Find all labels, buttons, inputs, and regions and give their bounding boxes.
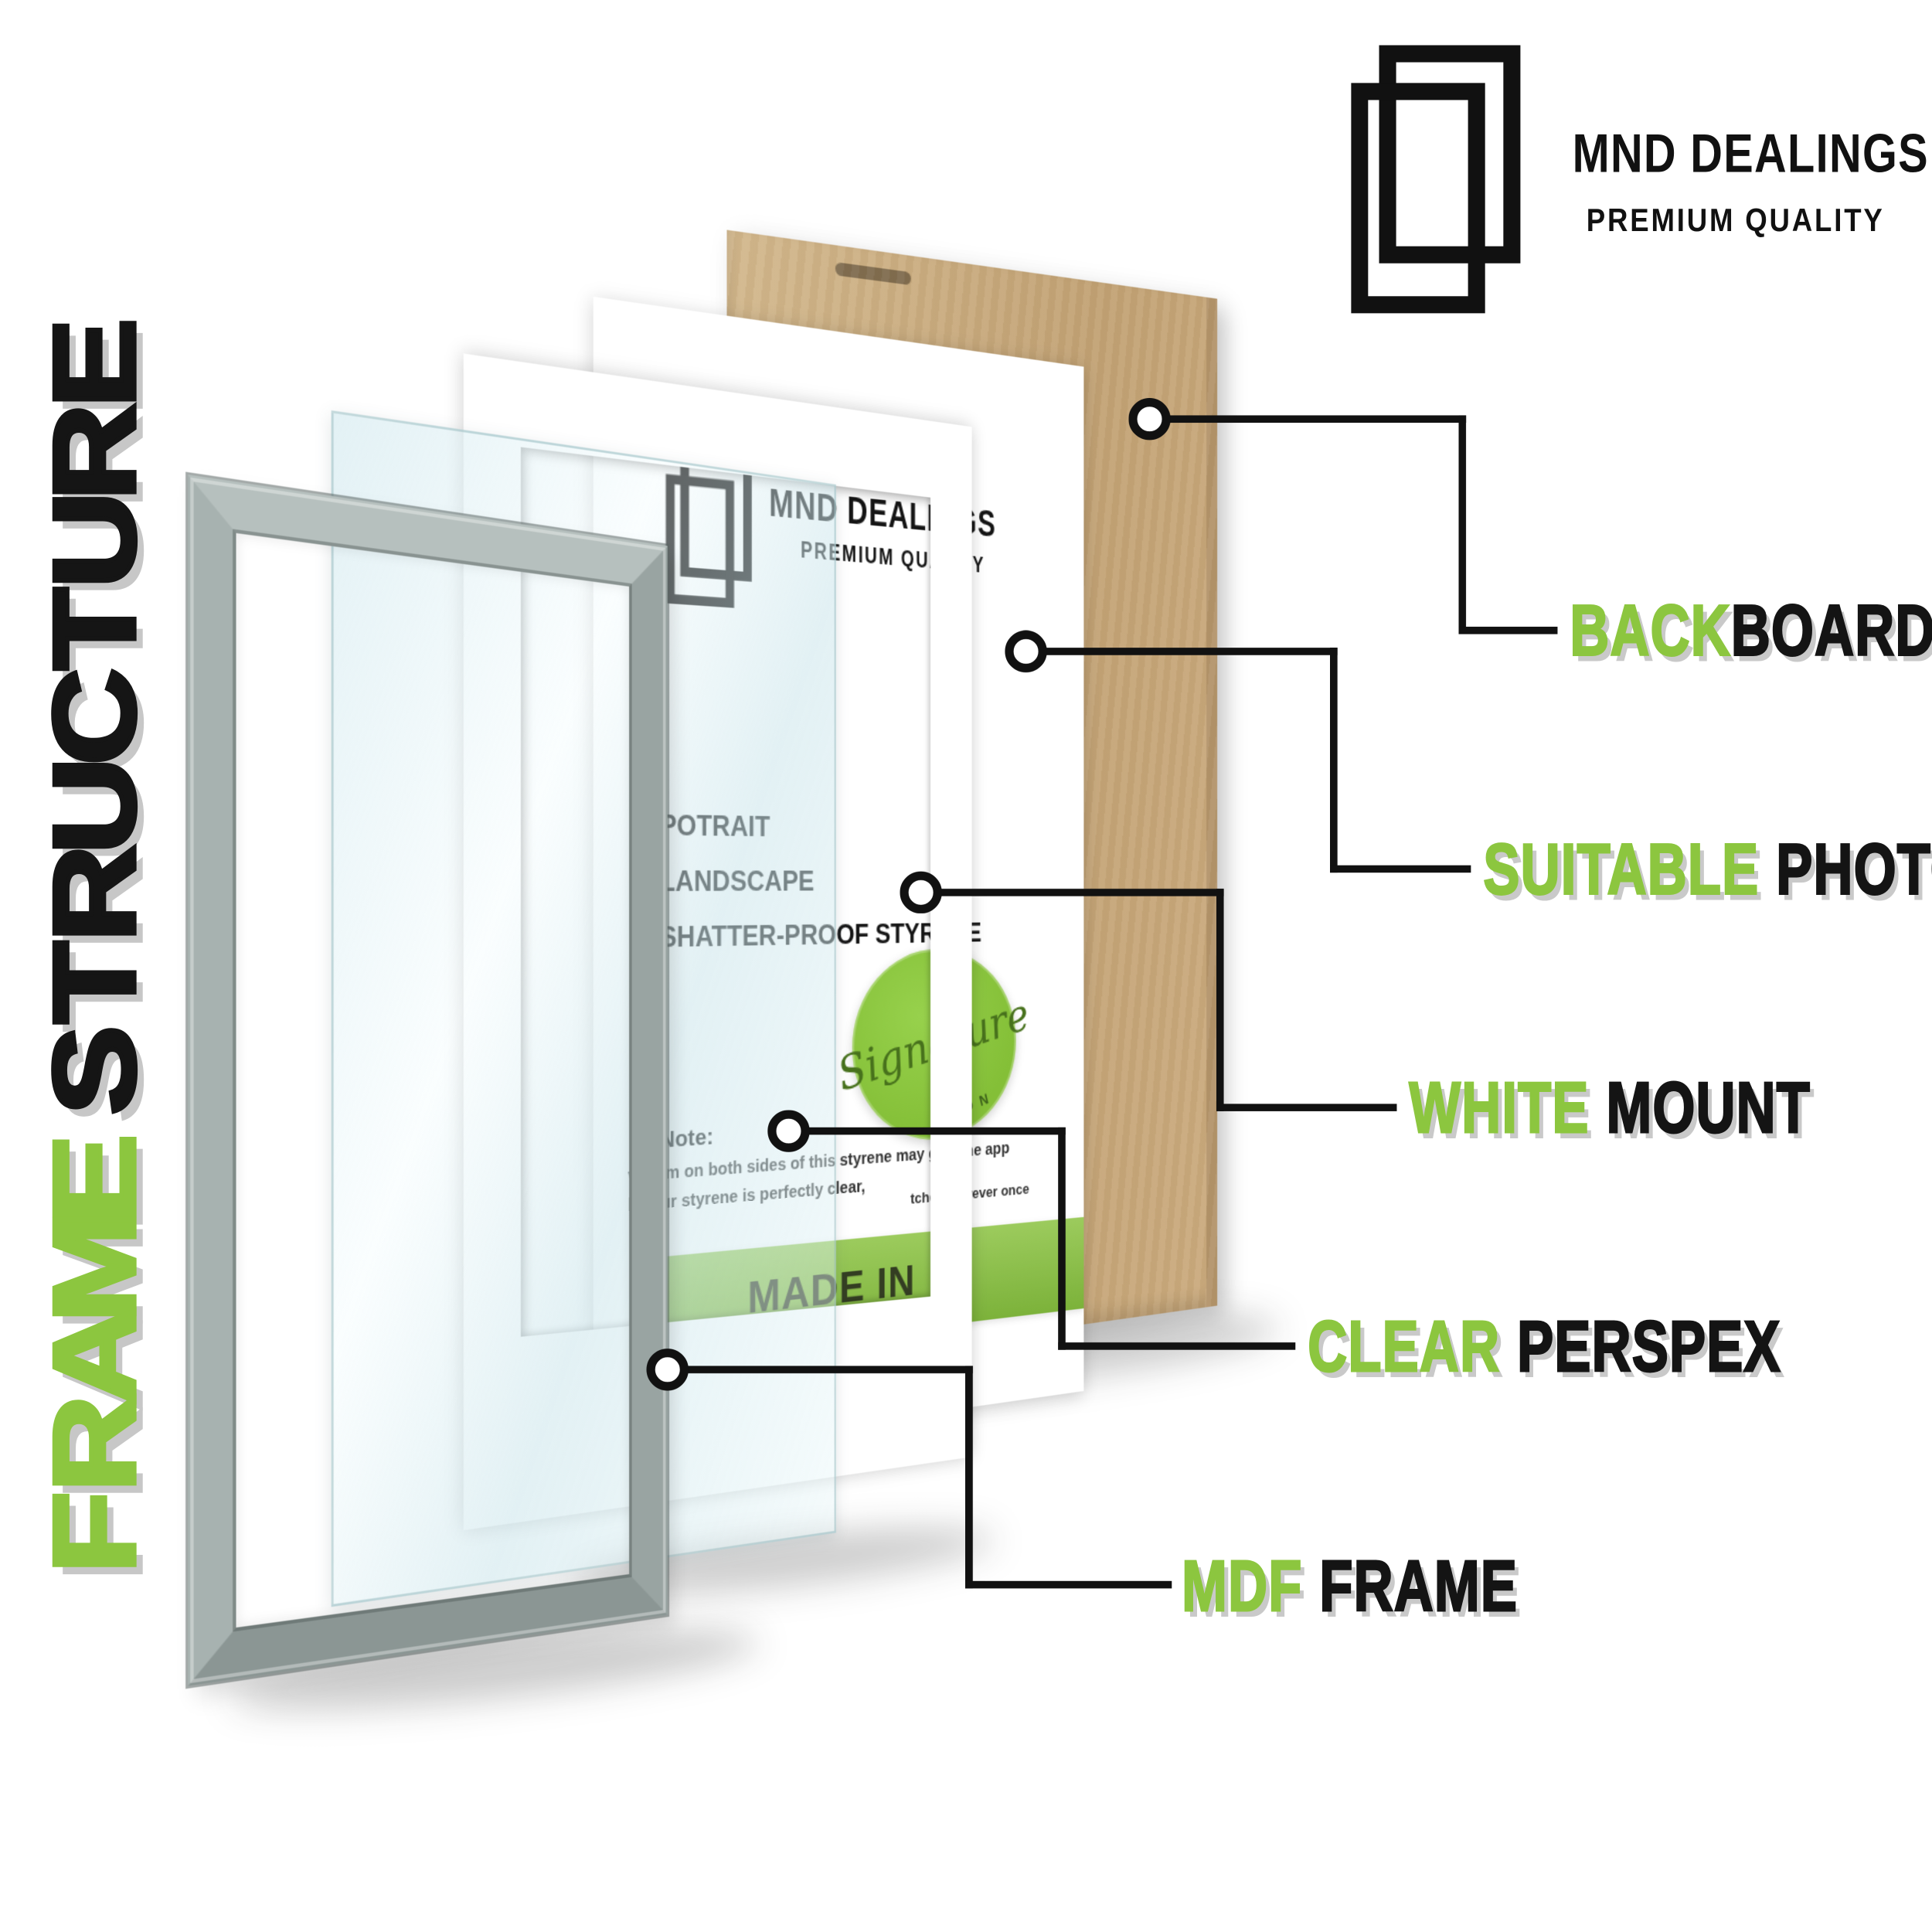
annotation-label-suitable-photo: SUITABLEPHOTO bbox=[1482, 828, 1932, 911]
connector-line bbox=[965, 1366, 973, 1589]
annotation-label-backboard: BACKBOARD bbox=[1569, 590, 1932, 672]
label-green-part: MDF bbox=[1181, 1546, 1303, 1628]
label-black-part: FRAME bbox=[1318, 1546, 1519, 1628]
connector-line bbox=[1058, 1127, 1066, 1350]
side-title-letter: F bbox=[26, 1488, 161, 1575]
connector-line bbox=[1058, 1342, 1296, 1350]
connector-line bbox=[1330, 648, 1338, 873]
brand-name: MND DEALINGS bbox=[1572, 123, 1929, 185]
suitable-photo-marker bbox=[1005, 630, 1047, 673]
label-black-part: BOARD bbox=[1730, 590, 1932, 672]
label-black-part: PERSPEX bbox=[1516, 1305, 1781, 1388]
connector-line bbox=[920, 889, 1224, 896]
brand-double-frame-logo-icon bbox=[1351, 45, 1521, 314]
connector-line bbox=[1458, 626, 1558, 634]
label-green-part: WHITE bbox=[1408, 1067, 1590, 1150]
connector-line bbox=[1458, 415, 1467, 633]
mdf-frame-marker bbox=[646, 1349, 689, 1391]
brand-tagline: PREMIUM QUALITY bbox=[1586, 201, 1885, 239]
label-black-part: PHOTO bbox=[1775, 828, 1932, 911]
white-mount-marker bbox=[900, 871, 942, 914]
clear-perspex-marker bbox=[767, 1110, 810, 1152]
label-green-part: CLEAR bbox=[1307, 1305, 1501, 1388]
connector-line bbox=[788, 1127, 1066, 1135]
connector-line bbox=[1149, 415, 1467, 423]
connector-line bbox=[1330, 865, 1471, 873]
layer-mdf-frame bbox=[188, 474, 668, 1686]
backboard-marker bbox=[1128, 398, 1171, 440]
connector-line bbox=[667, 1366, 973, 1374]
connector-line bbox=[1216, 889, 1224, 1111]
label-green-part: SUITABLE bbox=[1482, 828, 1760, 911]
label-green-part: BACK bbox=[1569, 590, 1731, 672]
connector-line bbox=[1026, 648, 1338, 655]
backboard-hanging-slot bbox=[835, 262, 911, 286]
connector-line bbox=[965, 1580, 1172, 1589]
label-black-part: MOUNT bbox=[1605, 1067, 1811, 1150]
connector-line bbox=[1216, 1104, 1397, 1111]
